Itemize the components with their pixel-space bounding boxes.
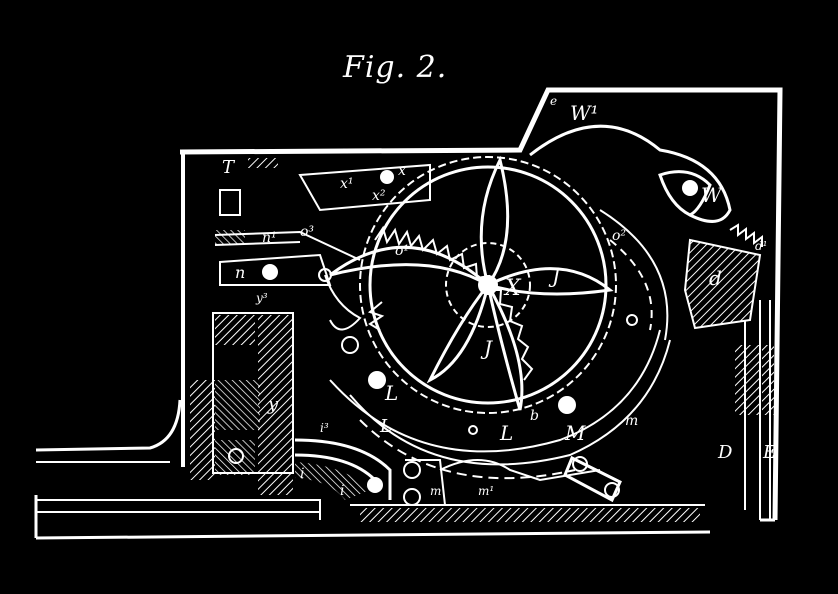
label-d-upper: D xyxy=(717,442,733,463)
housing-frame xyxy=(34,87,783,540)
label-t: T xyxy=(222,157,236,178)
label-o2: o² xyxy=(612,228,626,244)
left-levers xyxy=(214,158,431,354)
label-m: M xyxy=(564,421,586,445)
label-o1: o¹ xyxy=(395,243,409,259)
label-x-axle: X xyxy=(503,276,522,301)
label-l-mid: L xyxy=(499,421,513,445)
label-o3: o³ xyxy=(300,224,314,240)
pivot-points xyxy=(228,314,638,464)
label-d1: d¹ xyxy=(755,239,768,253)
label-j-lower: J xyxy=(480,336,493,360)
label-n1: n¹ xyxy=(262,230,277,246)
label-w1: W¹ xyxy=(570,101,599,125)
lower-linkage xyxy=(294,438,705,522)
label-x: x xyxy=(398,163,406,179)
label-y3: y³ xyxy=(255,291,268,305)
label-i: i xyxy=(300,466,304,482)
label-i-sub: i xyxy=(340,483,344,499)
label-w: W xyxy=(701,183,723,207)
figure-title: Fig. 2. xyxy=(343,50,448,85)
block-y xyxy=(190,312,294,495)
main-axle xyxy=(478,275,498,295)
label-m-small: m xyxy=(430,484,441,498)
arc-track xyxy=(329,209,671,480)
label-e-small: e xyxy=(550,94,557,108)
star-cam xyxy=(329,155,614,411)
block-d xyxy=(683,238,774,520)
label-x2: x² xyxy=(372,188,386,204)
part-labels: W¹ W T x¹ x x² n¹ o³ o¹ n X J J o² d¹ d … xyxy=(222,94,776,499)
label-d: d xyxy=(709,266,722,290)
label-e-upper: E xyxy=(762,442,776,463)
label-l-lower: L xyxy=(379,416,392,437)
label-y: y xyxy=(267,394,279,415)
label-i3: i³ xyxy=(320,421,329,435)
label-j-right: J xyxy=(548,264,561,288)
ratchet-wheel xyxy=(359,156,617,414)
lever-w-arm xyxy=(529,124,763,247)
label-m-right: m xyxy=(625,413,638,429)
label-l: L xyxy=(384,381,398,405)
label-n: n xyxy=(235,263,245,282)
label-x1: x¹ xyxy=(340,176,354,192)
label-b: b xyxy=(530,408,539,424)
label-m1: m¹ xyxy=(478,484,494,498)
